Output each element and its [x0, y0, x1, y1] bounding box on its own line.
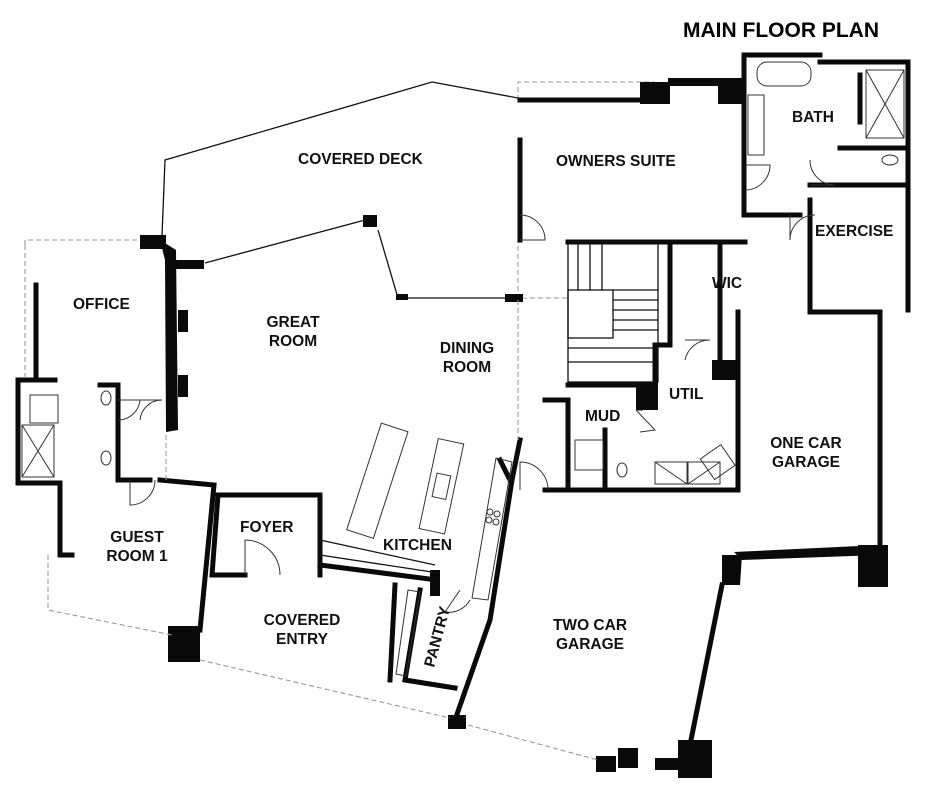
room-label-exercise: EXERCISE [815, 223, 893, 240]
bathtub-icon [756, 61, 812, 87]
room-label-office: OFFICE [73, 296, 130, 313]
door-swings [117, 159, 836, 613]
plan-title: MAIN FLOOR PLAN [683, 19, 879, 42]
door-swing-icon [244, 539, 281, 576]
room-labels: COVERED DECK OWNERS SUITE BATH EXERCISE … [73, 109, 893, 669]
room-label-kitchen: KITCHEN [383, 537, 452, 554]
kitchen-island-icon [346, 422, 409, 539]
fixtures [21, 61, 905, 677]
room-label-mud: MUD [585, 408, 620, 425]
room-label-util: UTIL [669, 386, 703, 403]
room-label-bath: BATH [792, 109, 834, 126]
room-label-wic: WIC [712, 275, 742, 292]
room-label-owners-suite: OWNERS SUITE [556, 153, 676, 170]
room-label-covered-deck: COVERED DECK [298, 151, 424, 168]
dryer-icon [687, 461, 721, 485]
washer-icon [654, 461, 688, 485]
walls [15, 52, 911, 778]
thin-lines [24, 239, 659, 761]
room-label-foyer: FOYER [240, 519, 293, 536]
deck-outline [161, 81, 655, 299]
room-label-pantry: PANTRY [421, 604, 454, 669]
toilet-icon [881, 154, 899, 166]
shower-icon [865, 69, 905, 139]
